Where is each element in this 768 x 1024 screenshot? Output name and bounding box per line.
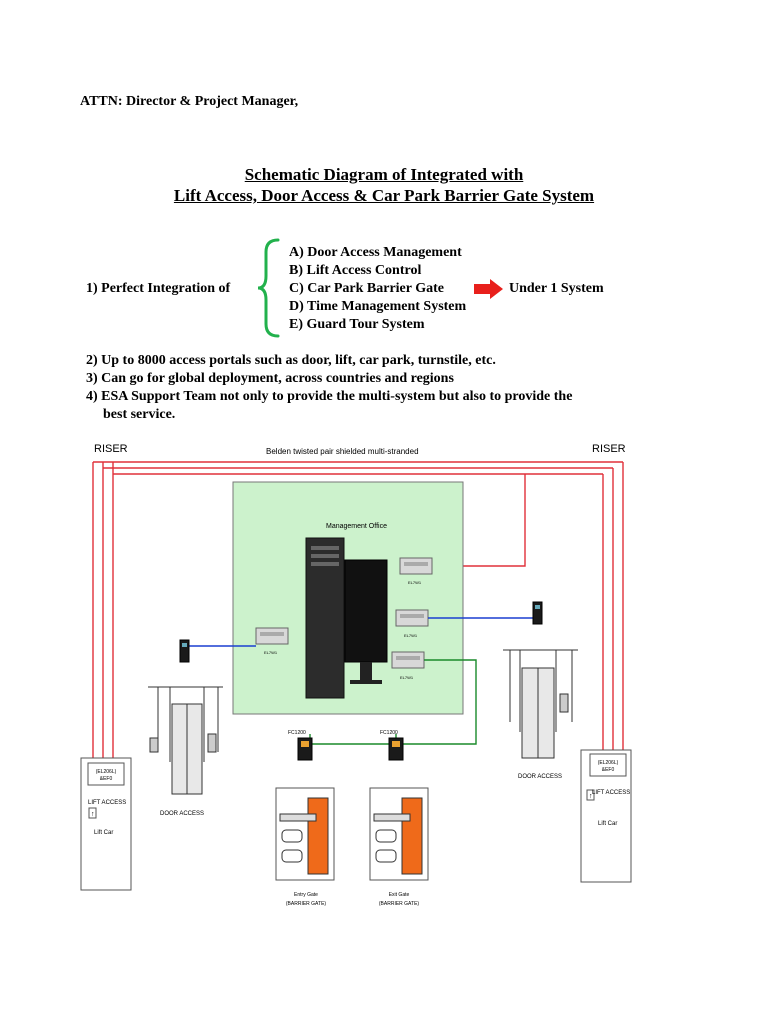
integration-item-c: C) Car Park Barrier Gate (289, 281, 444, 296)
lift-controller-text-left-2: &EF0 (100, 776, 113, 782)
lift-car-panel: ↑ (580, 749, 632, 883)
page-title-line1: Schematic Diagram of Integrated with (244, 165, 524, 184)
card-reader-icon (532, 601, 543, 625)
controller-icon (388, 737, 404, 761)
controller-right-label: FC1200 (380, 730, 398, 736)
point-2: 2) Up to 8000 access portals such as doo… (86, 353, 496, 368)
page-title-line2: Lift Access, Door Access & Car Park Barr… (173, 186, 595, 205)
server-tower-icon (305, 537, 345, 699)
converter-icon (391, 651, 425, 669)
riser-wires-right (602, 462, 624, 760)
barrier-gate-icon (369, 787, 429, 881)
point-4: 4) ESA Support Team not only to provide … (86, 389, 573, 404)
converter-label: EL7W1 (264, 650, 278, 655)
converter-label: EL7W1 (408, 580, 422, 585)
converter-icon (399, 557, 433, 575)
riser-wires-left (92, 461, 623, 760)
exit-gate-sub-label: (BARRIER GATE) (379, 901, 420, 907)
lift-access-right-label: LIFT ACCESS (592, 790, 630, 796)
converter-label: EL7W1 (404, 633, 418, 638)
attn-line: ATTN: Director & Project Manager, (80, 94, 299, 109)
cable-label: Belden twisted pair shielded multi-stran… (266, 447, 419, 456)
lift-access-left-label: LIFT ACCESS (88, 800, 126, 806)
riser-right-label: RISER (592, 443, 626, 455)
schematic-diagram: RISER RISER Belden twisted pair shielded… (80, 443, 632, 907)
door-icon (503, 649, 578, 759)
lift-controller-text-right: (EL206L) (598, 760, 619, 766)
controller-icon (297, 737, 313, 761)
entry-gate-label: Entry Gate (294, 892, 318, 898)
door-access-right-label: DOOR ACCESS (518, 774, 562, 780)
monitor-icon (344, 559, 388, 684)
lift-car-left-label: Lift Car (94, 830, 113, 836)
management-office-area (232, 481, 464, 715)
integration-item-b: B) Lift Access Control (289, 263, 422, 278)
curly-brace-icon (257, 238, 280, 338)
exit-gate-label: Exit Gate (389, 892, 410, 898)
entry-gate-sub-label: (BARRIER GATE) (286, 901, 327, 907)
integration-item-a: A) Door Access Management (289, 245, 462, 260)
lift-car-right-label: Lift Car (598, 821, 617, 827)
converter-icon (255, 627, 289, 645)
door-access-left-label: DOOR ACCESS (160, 811, 204, 817)
point-3: 3) Can go for global deployment, across … (86, 371, 454, 386)
riser-left-label: RISER (94, 443, 128, 455)
point-4-continued: best service. (103, 407, 176, 422)
barrier-gate-icon (275, 787, 335, 881)
integration-item-e: E) Guard Tour System (289, 317, 425, 332)
converter-label: EL7W1 (400, 675, 414, 680)
integration-intro: 1) Perfect Integration of (86, 281, 231, 296)
controller-left-label: FC1200 (288, 730, 306, 736)
integration-item-d: D) Time Management System (289, 299, 467, 314)
lift-controller-text-right-2: &EF0 (602, 767, 615, 773)
under-one-system-label: Under 1 System (509, 281, 604, 296)
svg-text:↑: ↑ (91, 811, 95, 818)
management-office-label: Management Office (326, 523, 387, 530)
red-arrow-icon (474, 279, 503, 299)
lift-car-panel: ↑ (80, 757, 132, 891)
converter-icon (395, 609, 429, 627)
card-reader-icon (179, 639, 190, 663)
svg-text:↑: ↑ (589, 793, 593, 800)
lift-controller-text-left: (EL206L) (96, 769, 117, 775)
door-icon (148, 686, 223, 795)
